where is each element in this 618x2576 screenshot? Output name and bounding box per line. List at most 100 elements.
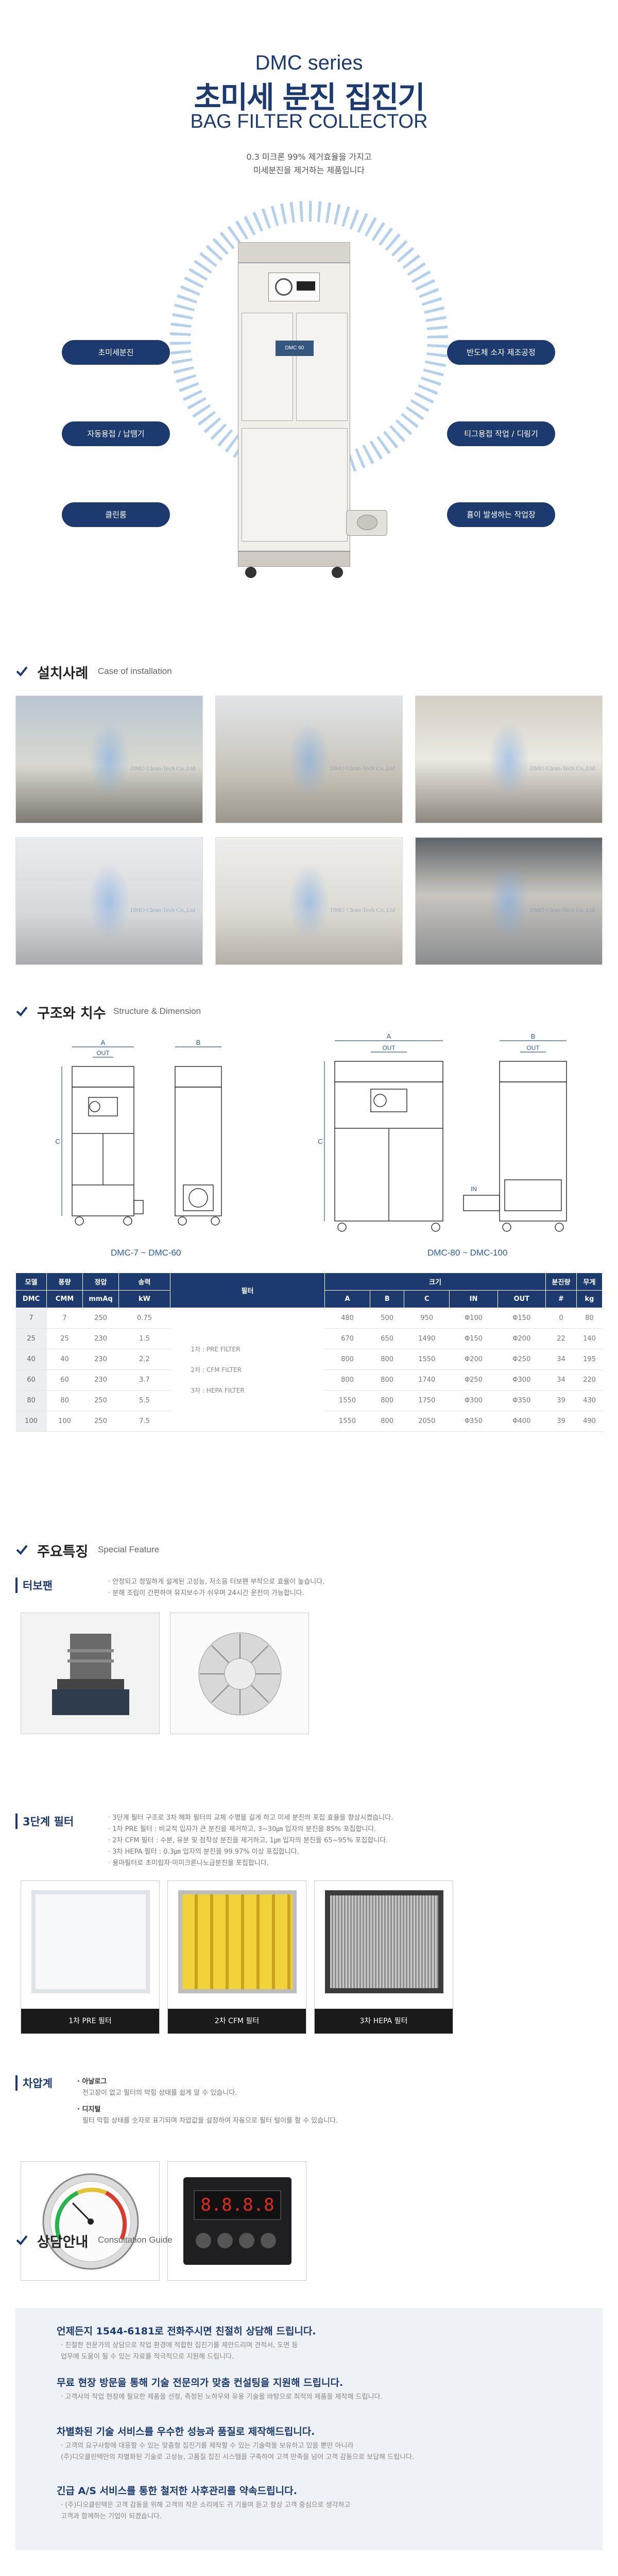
table-unit-row: DMC CMM mmAq kW A B C IN OUT # kg (15, 1290, 603, 1308)
table-cell: Φ250 (449, 1369, 498, 1391)
dim-label-in: IN (471, 1185, 477, 1193)
header-filter: 필터 (170, 1273, 325, 1308)
check-icon (16, 1545, 28, 1555)
feature-tag-filter: 3단계 필터 (15, 1814, 74, 1829)
table-cell: Φ200 (449, 1349, 498, 1370)
install-photo: DMO Clean-Tech Co.,Ltd (15, 837, 203, 965)
section-title-english: Case of installation (98, 666, 172, 676)
gauge-analog-title: · 아날로그 (77, 2078, 107, 2086)
filter-line: 2차 : CFM FILTER (191, 1366, 242, 1374)
check-icon (16, 666, 28, 676)
section-title-english: Special Feature (98, 1545, 160, 1554)
unit-cell: C (404, 1290, 450, 1308)
table-cell: 230 (82, 1349, 119, 1370)
table-cell: 1550 (324, 1411, 370, 1432)
table-cell: 1740 (404, 1369, 450, 1391)
table-cell: 100 (46, 1411, 83, 1432)
check-icon (16, 2235, 28, 2245)
unit-cell: mmAq (82, 1290, 119, 1308)
table-cell: 22 (545, 1328, 577, 1349)
structure-section-header: 구조와 치수 Structure & Dimension (15, 1002, 324, 1023)
table-cell: 195 (576, 1349, 603, 1370)
table-cell: 0 (545, 1308, 577, 1329)
machine-body: DMC 60 (238, 263, 350, 551)
table-cell: 39 (545, 1390, 577, 1411)
hero-description-line-2: 미세분진을 제거하는 제품입니다 (253, 165, 365, 175)
table-cell: 2050 (404, 1411, 450, 1432)
table-cell: 800 (370, 1390, 404, 1411)
duct-hole (357, 515, 377, 530)
hero-section: DMC series 초미세 분진 집진기 BAG FILTER COLLECT… (0, 0, 618, 634)
table-cell: 140 (576, 1328, 603, 1349)
header-bags: 분진량 (545, 1273, 577, 1291)
unit-cell: A (324, 1290, 371, 1308)
machine-door-right (296, 313, 348, 421)
table-cell: 5.5 (118, 1390, 170, 1411)
table-cell: Φ100 (449, 1308, 498, 1329)
header-size: 크기 (324, 1273, 546, 1291)
table-cell: 40 (15, 1349, 47, 1370)
button-icon (239, 2233, 254, 2248)
filter-caption: 1차 PRE 필터 (21, 2009, 159, 2033)
table-cell: Φ150 (449, 1328, 498, 1349)
unit-cell: B (370, 1290, 405, 1308)
table-cell: 7.5 (118, 1411, 170, 1432)
table-cell: Φ200 (497, 1328, 546, 1349)
table-cell: 80 (46, 1390, 83, 1411)
table-cell: 34 (545, 1349, 577, 1370)
install-photo: DMO Clean-Tech Co.,Ltd (415, 696, 603, 823)
consult-box: 언제든지 1544-6181로 전화주시면 친절히 상담해 드립니다. · 친절… (15, 2308, 603, 2550)
table-cell: 670 (324, 1328, 370, 1349)
dim-label-c: C (318, 1138, 322, 1145)
table-cell: Φ250 (497, 1349, 546, 1370)
dim-label-out: OUT (96, 1049, 110, 1057)
spec-table: 모델 풍량 정압 송력 필터 크기 분진량 무게 DMC CMM mmAq kW… (15, 1273, 603, 1432)
drawing-caption: DMC-7 ~ DMC-60 (111, 1248, 181, 1258)
table-cell: Φ300 (449, 1390, 498, 1411)
dim-label-b: B (196, 1039, 201, 1046)
dust-collector-image: DMC 60 (238, 242, 387, 582)
header-flow: 풍량 (46, 1273, 83, 1291)
table-cell: 1750 (404, 1390, 450, 1411)
digital-display: 8.8.8.8 (194, 2190, 281, 2220)
machine-door-left (242, 313, 293, 421)
table-cell: 2.2 (118, 1349, 170, 1370)
header-power: 송력 (118, 1273, 170, 1291)
table-cell: 490 (576, 1411, 603, 1432)
unit-cell: DMC (15, 1290, 47, 1308)
feature-line: · 용마필터로 초미립자·미미크론나노급분진을 포집합니다. (108, 1859, 269, 1867)
table-cell: 1490 (404, 1328, 450, 1349)
install-photo: DMO Clean-Tech Co.,Ltd (15, 696, 203, 823)
consult-title: 무료 현장 방문을 통해 기술 전문의가 맞춤 컨설팅을 지원해 드립니다. (57, 2377, 344, 2388)
section-title-english: Consultation Guide (98, 2235, 173, 2245)
filter-caption: 2차 CFM 필터 (168, 2009, 306, 2033)
table-cell: 25 (46, 1328, 83, 1349)
button-icon (217, 2233, 233, 2248)
filter-line: 1차 : PRE FILTER (191, 1345, 241, 1353)
table-cell: 25 (15, 1328, 47, 1349)
header-model: 모델 (15, 1273, 47, 1291)
filter-line: 3차 : HEPA FILTER (191, 1386, 245, 1394)
table-cell: Φ300 (497, 1369, 546, 1391)
display-icon (297, 281, 315, 291)
inlet-duct (346, 510, 387, 536)
unit-cell: kg (576, 1290, 603, 1308)
consult-line: · 친절한 전문가의 상담으로 작업 환경에 적합한 집진기를 제안드리며 견적… (61, 2342, 298, 2349)
dim-label-out: OUT (526, 1044, 540, 1052)
gauge-digital-text: 필터 막힘 상태를 숫자로 표기되며 차압값을 설정하여 자동으로 필터 털이를… (82, 2117, 338, 2125)
series-label: DMC series (255, 52, 363, 74)
consult-text: · 친절한 전문가의 상담으로 작업 환경에 적합한 집진기를 제안드리며 견적… (61, 2340, 298, 2363)
table-cell: 480 (324, 1308, 370, 1329)
consult-line: 고객과 함께하는 기업이 되겠습니다. (61, 2513, 162, 2520)
feature-tag-gauge: 차압계 (15, 2075, 53, 2091)
consult-line: · 고객의 요구사항에 대응할 수 있는 맞춤형 집진기를 제작할 수 있는 기… (61, 2442, 354, 2450)
dimension-drawing-small: A OUT B C (55, 1039, 222, 1226)
machine-top (238, 242, 350, 263)
table-row: 25 25 230 1.5 670 650 1490 Φ150 Φ200 22 … (15, 1328, 603, 1349)
table-cell: 430 (576, 1390, 603, 1411)
consult-title: 차별화된 기술 서비스를 우수한 성능과 품질로 제작해드립니다. (57, 2426, 315, 2437)
feature-line: · 2차 CFM 필터 : 수분, 유분 및 점착성 분진을 제거하고, 1㎛ … (108, 1837, 388, 1844)
table-header-row: 모델 풍량 정압 송력 필터 크기 분진량 무게 (15, 1273, 603, 1308)
hero-description: 0.3 미크론 99% 제거효율을 가지고 미세분진을 제거하는 제품입니다 (0, 150, 618, 177)
